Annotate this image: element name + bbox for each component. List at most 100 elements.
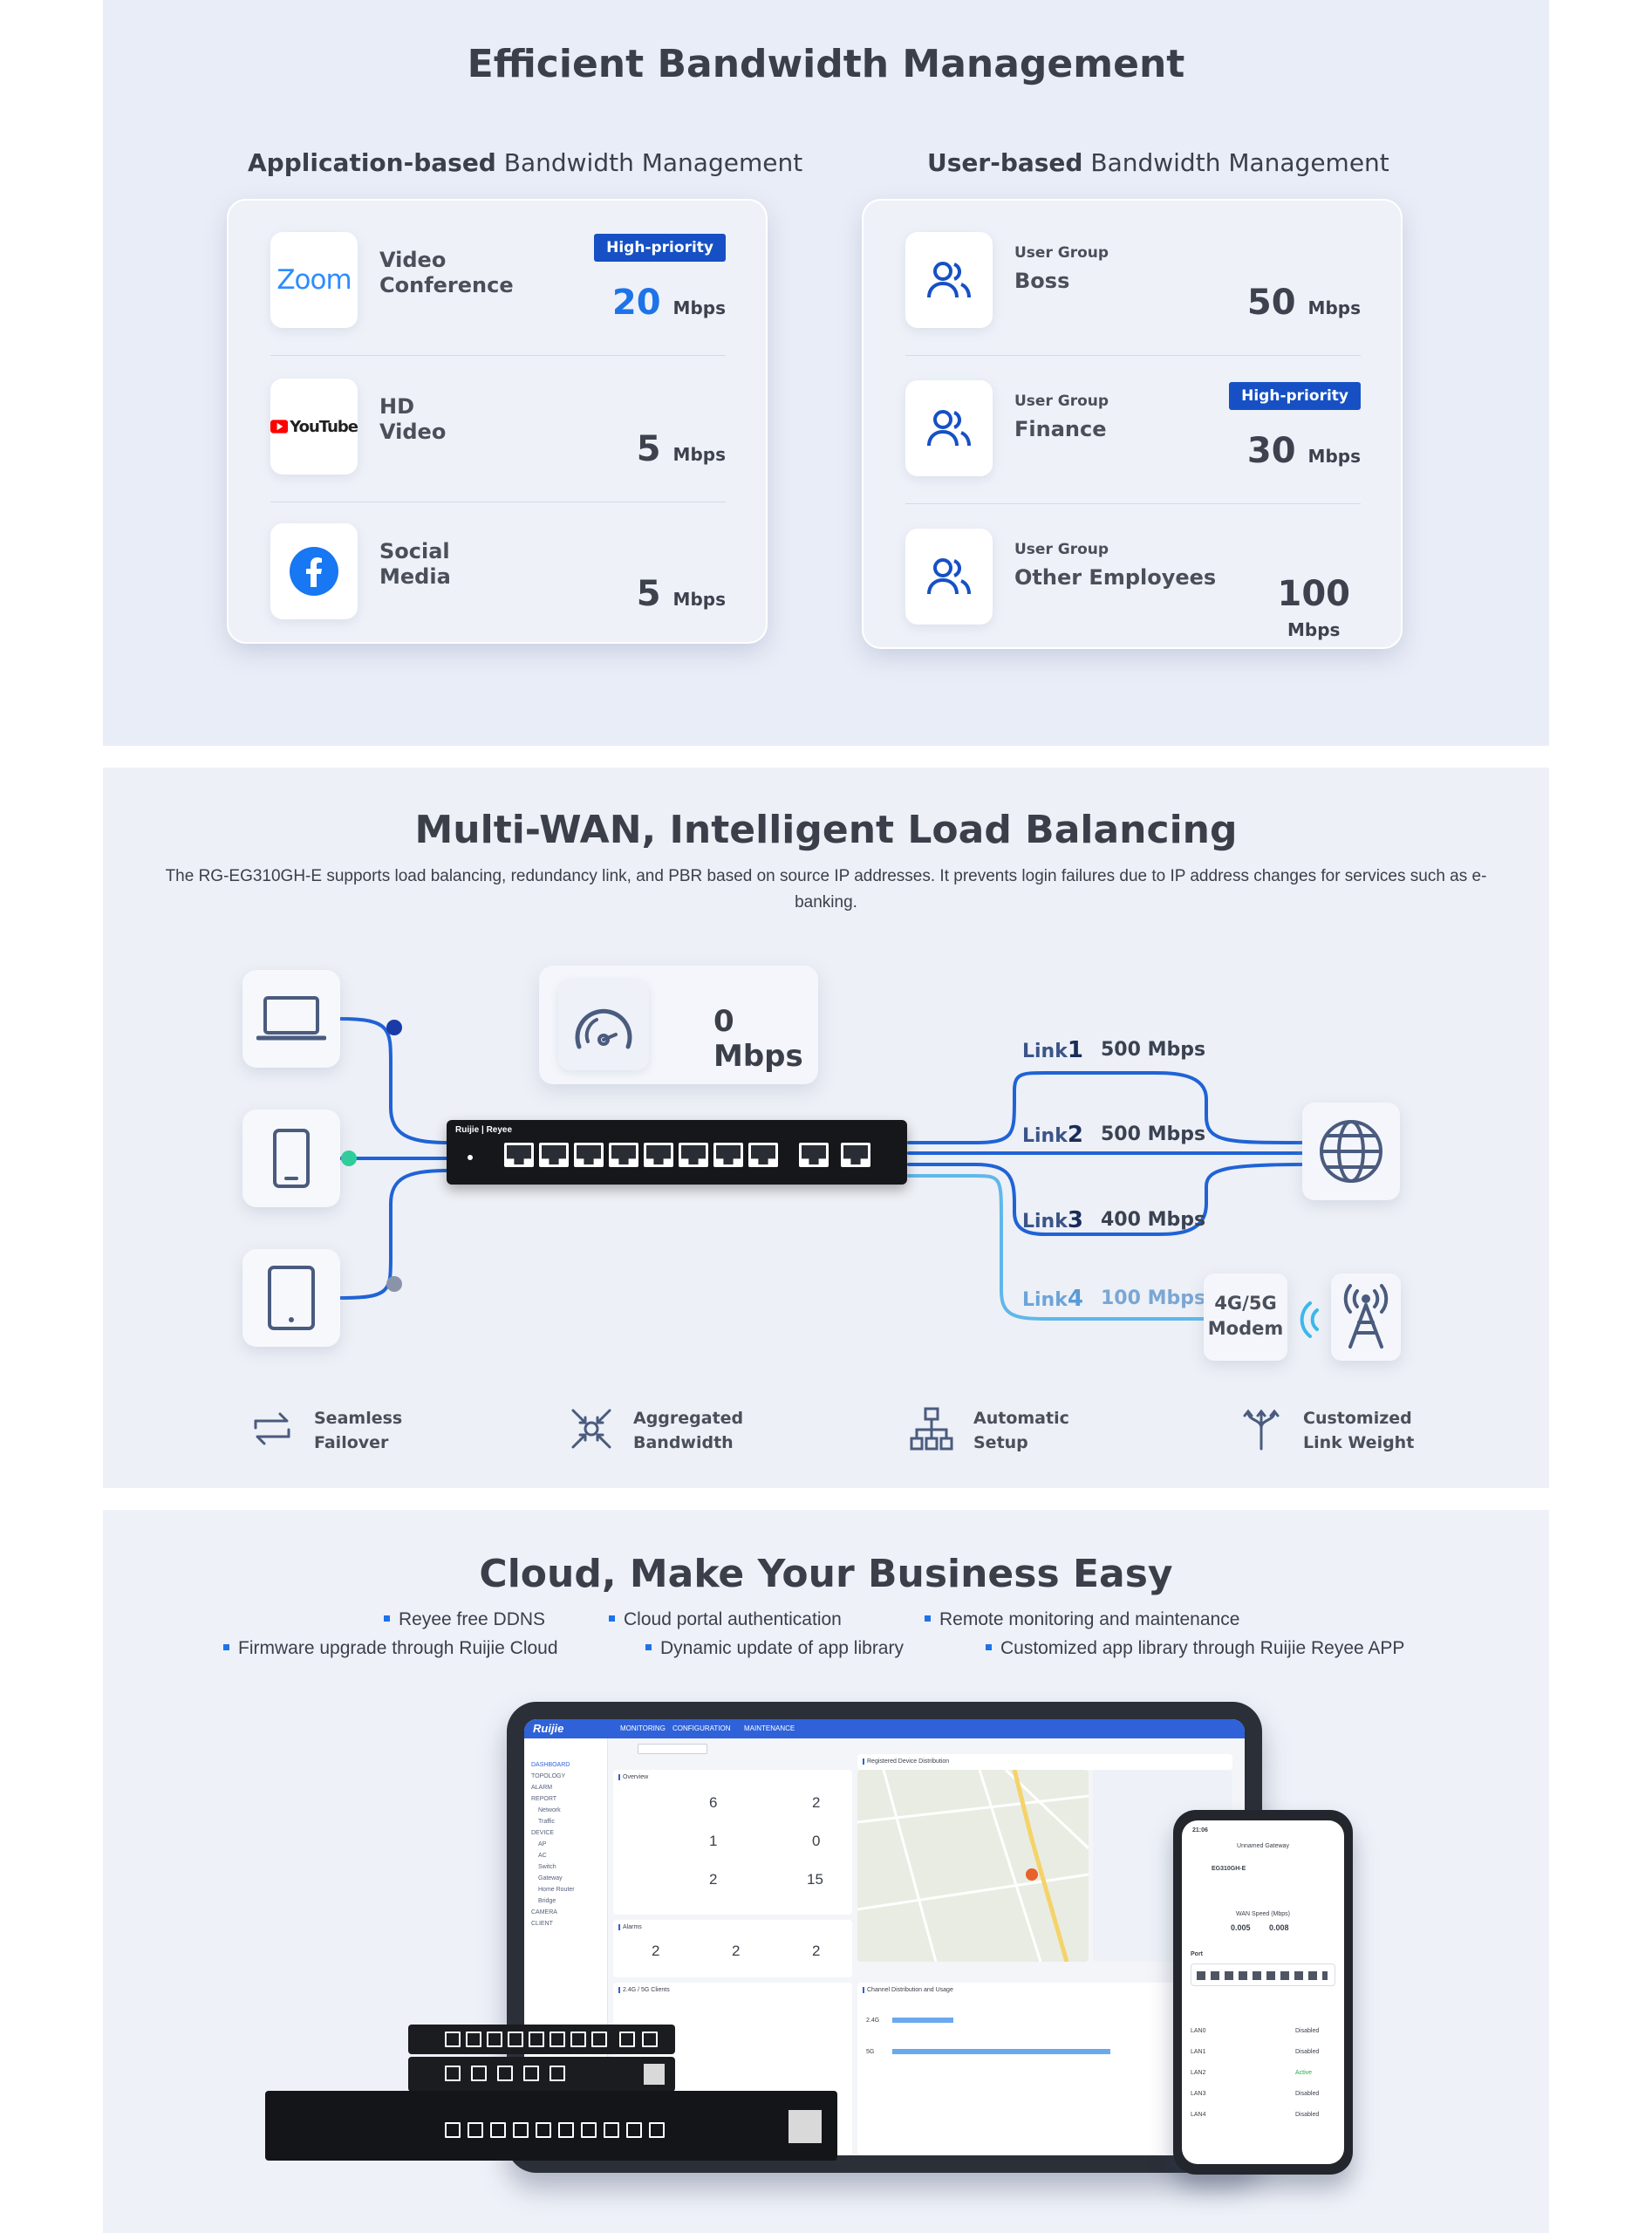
section-description: The RG-EG310GH-E supports load balancing… xyxy=(165,867,1487,912)
phone-time: 21:06 xyxy=(1192,1827,1208,1834)
facebook-icon xyxy=(290,547,338,596)
overview-value: 6 xyxy=(709,1794,718,1811)
port-name: LAN3 xyxy=(1191,2091,1206,2097)
modem-label-line1: 4G/5G xyxy=(1214,1293,1277,1314)
nav-configuration[interactable]: CONFIGURATION xyxy=(672,1724,731,1732)
load-balancing-section: Multi-WAN, Intelligent Load Balancing Th… xyxy=(103,768,1549,1488)
failover-icon xyxy=(254,1412,290,1445)
port-name: LAN0 xyxy=(1191,2028,1206,2034)
sidebar-item[interactable]: DEVICE xyxy=(531,1830,555,1836)
user-group-icon xyxy=(927,262,971,298)
sidebar-item[interactable]: TOPOLOGY xyxy=(531,1773,566,1779)
channel-row-label: 2.4G xyxy=(866,2018,880,2024)
feature-bullet: Firmware upgrade through Ruijie Cloud xyxy=(223,1638,558,1659)
nav-monitoring[interactable]: MONITORING xyxy=(620,1724,666,1732)
sidebar-item[interactable]: CAMERA xyxy=(531,1909,557,1915)
sidebar-item[interactable]: Traffic xyxy=(538,1819,556,1825)
sidebar-item[interactable]: DASHBOARD xyxy=(531,1762,570,1768)
router-port xyxy=(748,1143,778,1167)
channel-bar xyxy=(892,2049,1110,2054)
router-port xyxy=(679,1143,708,1167)
feature-bullet: Customized app library through Ruijie Re… xyxy=(986,1638,1404,1659)
speed-title: WAN Speed (Mbps) xyxy=(1236,1911,1290,1917)
port-status: Disabled xyxy=(1295,2028,1320,2034)
feature-line2: Link Weight xyxy=(1303,1433,1415,1452)
link-3-speed: 400 Mbps xyxy=(1101,1209,1206,1231)
tablet-device xyxy=(242,1249,340,1347)
gateway-small-2 xyxy=(408,2057,675,2092)
phone-header: Unnamed Gateway xyxy=(1237,1843,1289,1849)
node-dot xyxy=(386,1276,402,1292)
bandwidth-management-section: Efficient Bandwidth Management Applicati… xyxy=(103,0,1549,746)
overview-value: 0 xyxy=(812,1833,821,1849)
alarms-panel: Alarms 2 2 2 xyxy=(613,1920,852,1977)
user-group-name: Finance xyxy=(1014,417,1107,441)
router-port xyxy=(713,1143,743,1167)
sidebar-item[interactable]: CLIENT xyxy=(531,1921,553,1927)
tablet-icon xyxy=(268,1266,315,1330)
router-brand: Ruijie | Reyee xyxy=(455,1125,513,1135)
current-speed: 0 Mbps xyxy=(713,1004,803,1074)
overview-value: 2 xyxy=(812,1794,821,1811)
sidebar-item[interactable]: ALARM xyxy=(531,1785,553,1791)
device-map[interactable] xyxy=(857,1770,1089,1962)
user-group-label: User Group xyxy=(1014,244,1109,262)
feature-line2: Setup xyxy=(973,1433,1028,1452)
panel-title: Overview xyxy=(618,1774,648,1780)
overview-panel: Overview 6 2 1 0 2 15 xyxy=(613,1770,852,1915)
channel-row-label: 5G xyxy=(866,2049,875,2055)
app-label-line1: Video xyxy=(379,248,447,272)
overview-value: 15 xyxy=(807,1871,823,1888)
sidebar-item[interactable]: Gateway xyxy=(538,1875,563,1881)
port-status: Disabled xyxy=(1295,2049,1320,2055)
panel-title: Alarms xyxy=(618,1924,642,1930)
laptop-device xyxy=(242,970,340,1068)
hierarchy-icon xyxy=(910,1407,953,1451)
alarm-value: 2 xyxy=(732,1943,741,1959)
sidebar-item[interactable]: Network xyxy=(538,1807,561,1813)
sidebar-item[interactable]: REPORT xyxy=(531,1796,557,1802)
link-2-speed: 500 Mbps xyxy=(1101,1123,1206,1145)
app-label-line1: HD xyxy=(379,394,415,419)
sidebar-item[interactable]: AP xyxy=(538,1841,547,1847)
user-group-name: Other Employees xyxy=(1014,565,1217,590)
app-label-line1: Social xyxy=(379,539,450,563)
router-port xyxy=(799,1143,829,1167)
sidebar-item[interactable]: Switch xyxy=(538,1864,556,1870)
map-roads xyxy=(857,1770,1089,1962)
router-device: Ruijie | Reyee xyxy=(447,1120,907,1185)
sidebar-item[interactable]: Bridge xyxy=(538,1898,556,1904)
user-group-icon xyxy=(927,558,971,595)
priority-badge: High-priority xyxy=(594,234,726,262)
panel-title: Channel Distribution and Usage xyxy=(863,1987,953,1993)
nav-maintenance[interactable]: MAINTENANCE xyxy=(744,1724,795,1732)
smartphone-icon xyxy=(273,1129,310,1188)
app-based-title: Application-based Bandwidth Management xyxy=(248,148,803,177)
priority-badge: High-priority xyxy=(1229,382,1361,410)
speed-up: 0.005 xyxy=(1231,1923,1251,1932)
phone-device xyxy=(242,1110,340,1207)
feature-line2: Bandwidth xyxy=(633,1433,734,1452)
speedometer-icon xyxy=(575,1008,632,1049)
link-4-label: Link4 xyxy=(1022,1286,1083,1312)
aggregate-icon xyxy=(571,1409,611,1449)
phone-model: EG310GH-E xyxy=(1212,1866,1246,1872)
user-row-other-employees: User Group Other Employees 100 Mbps xyxy=(905,529,1361,640)
section-title: Cloud, Make Your Business Easy xyxy=(479,1552,1173,1596)
search-input[interactable] xyxy=(638,1744,707,1754)
port-label: Port xyxy=(1191,1951,1203,1957)
feature-line1: Aggregated xyxy=(633,1409,744,1428)
sidebar-item[interactable]: AC xyxy=(538,1853,547,1859)
node-dot xyxy=(386,1020,402,1035)
sidebar-item[interactable]: Home Router xyxy=(538,1887,575,1893)
port-panel xyxy=(1191,1963,1335,1986)
globe-icon xyxy=(1320,1120,1382,1183)
qr-code xyxy=(644,2064,665,2085)
feature-bullet: Reyee free DDNS xyxy=(384,1609,545,1630)
user-group-icon xyxy=(927,410,971,447)
reyee-app-screen: 21:06 Unnamed Gateway EG310GH-E WAN Spee… xyxy=(1182,1820,1344,2164)
cloud-section: Cloud, Make Your Business Easy Reyee fre… xyxy=(103,1510,1549,2233)
